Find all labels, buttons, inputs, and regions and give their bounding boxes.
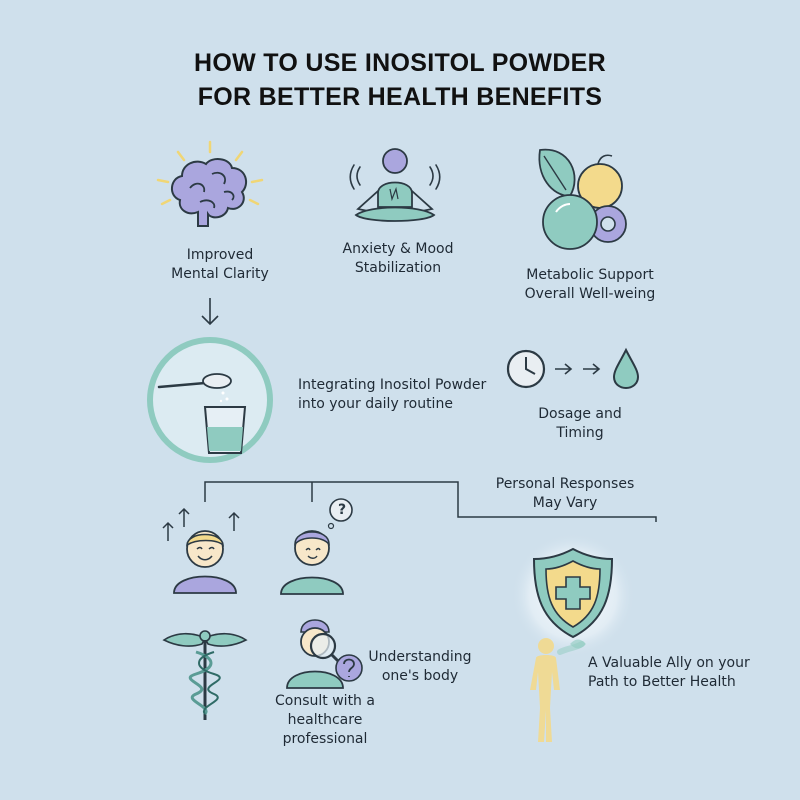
title-line-2: FOR BETTER HEALTH BENEFITS [197,83,603,111]
consult-label: Consult with a healthcare professional [275,693,375,747]
shield-cross-icon [511,533,635,657]
question-mark-label: ? [337,502,347,518]
caduceus-icon [162,630,248,720]
arrow-down-icon [201,298,219,326]
ally-label: A Valuable Ally on your Path to Better H… [588,655,750,690]
arrow-right-icon [583,363,601,375]
understanding-label: Understanding one's body [368,649,472,684]
anxiety-mood-label: Anxiety & Mood Stabilization [342,241,454,276]
fruit-gear-icon [538,148,627,250]
water-drop-icon [612,347,640,390]
standing-person-icon [530,638,586,742]
magnifier-person-icon [286,619,363,689]
spoon-and-glass-icon [147,337,273,463]
title-line-1: HOW TO USE INOSITOL POWDER [194,49,606,77]
thinking-person-icon [280,498,353,595]
mental-clarity-label: Improved Mental Clarity [171,247,269,282]
responses-label: Personal Responses May Vary [495,476,635,511]
metabolic-label: Metabolic Support Overall Well-weing [524,267,656,302]
routine-label: Integrating Inositol Powder into your da… [298,377,487,412]
meditating-person-icon [349,148,441,222]
arrow-right-icon [555,363,573,375]
happy-person-icon [162,507,240,594]
page-title: HOW TO USE INOSITOL POWDER FOR BETTER HE… [0,46,800,114]
clock-icon [506,349,546,389]
dosage-label: Dosage and Timing [538,406,622,441]
brain-icon [156,140,264,227]
